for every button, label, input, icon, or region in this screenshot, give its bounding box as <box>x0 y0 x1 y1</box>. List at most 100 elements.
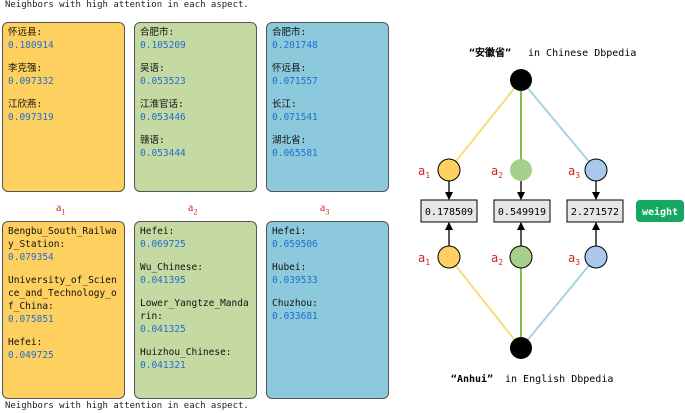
neighbor-entry: 长江:0.071541 <box>272 98 383 124</box>
node-label-bottom-a3: a3 <box>568 251 580 267</box>
neighbor-name: 赣语: <box>140 135 165 146</box>
neighbor-entry: 吴语: 0.053523 <box>140 62 251 88</box>
neighbor-entry: Bengbu_South_Railway_Station: 0.079354 <box>8 225 119 264</box>
node-label-top-a2: a2 <box>491 164 503 180</box>
neighbor-entry: 赣语: 0.053444 <box>140 134 251 160</box>
neighbor-entry: 怀远县: 0.180914 <box>8 26 119 52</box>
neighbor-name: Hefei: <box>272 226 307 237</box>
weight-badge-label: weight <box>642 206 678 218</box>
weight-value-a1: 0.178509 <box>425 207 473 218</box>
neighbor-name: 吴语: <box>140 63 165 74</box>
aspect-node-top-a3 <box>584 158 608 182</box>
neighbor-name: Hubei: <box>272 262 307 273</box>
neighbor-entry: Lower_Yangtze_Mandarin: 0.041325 <box>140 297 251 336</box>
neighbor-weight: 0.079354 <box>8 252 54 263</box>
aspect-node-bottom-a3 <box>584 245 608 269</box>
neighbor-weight: 0.071541 <box>272 112 318 123</box>
neighbor-entry: 合肥市: 0.201748 <box>272 26 383 52</box>
neighbor-weight: 0.053446 <box>140 112 186 123</box>
neighbor-weight: 0.053444 <box>140 148 186 159</box>
edge-top-a1 <box>448 79 522 171</box>
aspect-node-top-a2 <box>510 159 532 181</box>
neighbor-name: 怀远县: <box>272 63 307 74</box>
aspect-node-bottom-a2 <box>509 245 533 269</box>
weight-badge <box>636 200 684 222</box>
neighbor-name: 湖北省: <box>272 135 307 146</box>
neighbor-entry: University_of_Science_and_Technology_of_… <box>8 274 119 326</box>
top-entity-name: “安徽省” <box>469 46 511 59</box>
top-box-a1: 怀远县: 0.180914 李克强: 0.097332 江欣燕: 0.097319 <box>2 22 125 192</box>
neighbor-entry: Chuzhou: 0.033681 <box>272 297 383 323</box>
bottom-entity-node <box>510 337 532 359</box>
bottom-entity-name: “Anhui” <box>451 373 493 385</box>
neighbor-weight: 0.097319 <box>8 112 54 123</box>
neighbor-entry: Hefei:0.059506 <box>272 225 383 251</box>
top-box-a3: 合肥市: 0.201748 怀远县: 0.071557 长江:0.071541 湖北省: 0… <box>266 22 389 192</box>
neighbor-weight: 0.041321 <box>140 360 186 371</box>
weight-box-a1 <box>420 199 478 223</box>
bottom-caption: Neighbors with high attention in each as… <box>5 401 249 411</box>
edge-bottom-a3 <box>520 256 597 349</box>
neighbor-weight: 0.201748 <box>272 40 318 51</box>
neighbor-weight: 0.049725 <box>8 350 54 361</box>
neighbor-weight: 0.039533 <box>272 275 318 286</box>
neighbor-entry: Huizhou_Chinese: 0.041321 <box>140 346 251 372</box>
neighbor-name: 江淮官话: <box>140 99 184 110</box>
neighbor-name: 合肥市: <box>272 27 307 38</box>
weight-value-a3: 2.271572 <box>571 207 619 218</box>
neighbor-weight: 0.097332 <box>8 76 54 87</box>
top-caption: Neighbors with high attention in each as… <box>5 0 249 10</box>
neighbor-name: Lower_Yangtze_Mandarin: <box>140 298 249 322</box>
neighbor-name: Bengbu_South_Railway_Station: <box>8 226 117 250</box>
node-label-top-a1: a1 <box>418 164 430 180</box>
neighbor-entry: 湖北省: 0.065581 <box>272 134 383 160</box>
neighbor-entry: 李克强: 0.097332 <box>8 62 119 88</box>
neighbor-entry: 江欣燕: 0.097319 <box>8 98 119 124</box>
neighbor-name: Wu_Chinese: <box>140 262 203 273</box>
neighbor-weight: 0.071557 <box>272 76 318 87</box>
node-label-bottom-a2: a2 <box>491 251 503 267</box>
neighbor-weight: 0.053523 <box>140 76 186 87</box>
neighbor-weight: 0.180914 <box>8 40 54 51</box>
neighbor-entry: Hefei: 0.049725 <box>8 336 119 362</box>
bottom-entity-source: in English Dbpedia <box>505 374 613 385</box>
neighbor-name: 怀远县: <box>8 27 43 38</box>
weight-box-a3 <box>566 199 624 223</box>
node-label-top-a3: a3 <box>568 164 580 180</box>
neighbor-name: Hefei: <box>140 226 175 237</box>
top-entity-source: in Chinese Dbpedia <box>528 48 636 59</box>
alignment-graph: “安徽省” in Chinese Dbpedia 0.178509 0.5499… <box>418 46 684 385</box>
neighbor-name: 李克强: <box>8 63 43 74</box>
neighbor-weight: 0.069725 <box>140 239 186 250</box>
neighbor-name: Hefei: <box>8 337 43 348</box>
neighbor-weight: 0.033681 <box>272 311 318 322</box>
neighbor-entry: Hefei: 0.069725 <box>140 225 251 251</box>
weight-box-a2 <box>493 199 551 223</box>
neighbor-weight: 0.065581 <box>272 148 318 159</box>
edge-bottom-a1 <box>448 256 522 349</box>
edge-top-a3 <box>520 79 597 171</box>
aspect-label-a1: a1 <box>56 200 66 217</box>
neighbor-weight: 0.041395 <box>140 275 186 286</box>
node-label-bottom-a1: a1 <box>418 251 430 267</box>
neighbor-name: Huizhou_Chinese: <box>140 347 232 358</box>
neighbor-entry: Hubei: 0.039533 <box>272 261 383 287</box>
neighbor-name: University_of_Science_and_Technology_of_… <box>8 275 117 312</box>
top-box-a2: 合肥市: 0.105209 吴语: 0.053523 江淮官话: 0.053446 赣语: 0… <box>134 22 257 192</box>
neighbor-name: 合肥市: <box>140 27 175 38</box>
weight-value-a2: 0.549919 <box>498 207 546 218</box>
neighbor-entry: 合肥市: 0.105209 <box>140 26 251 52</box>
neighbor-weight: 0.041325 <box>140 324 186 335</box>
neighbor-entry: 江淮官话: 0.053446 <box>140 98 251 124</box>
neighbor-name: 江欣燕: <box>8 99 43 110</box>
neighbor-name: Chuzhou: <box>272 298 318 309</box>
top-entity-node <box>510 69 532 91</box>
neighbor-weight: 0.105209 <box>140 40 186 51</box>
aspect-label-a3: a3 <box>320 200 330 217</box>
neighbor-entry: Wu_Chinese: 0.041395 <box>140 261 251 287</box>
neighbor-weight: 0.075851 <box>8 314 54 325</box>
aspect-label-a2: a2 <box>188 200 198 217</box>
